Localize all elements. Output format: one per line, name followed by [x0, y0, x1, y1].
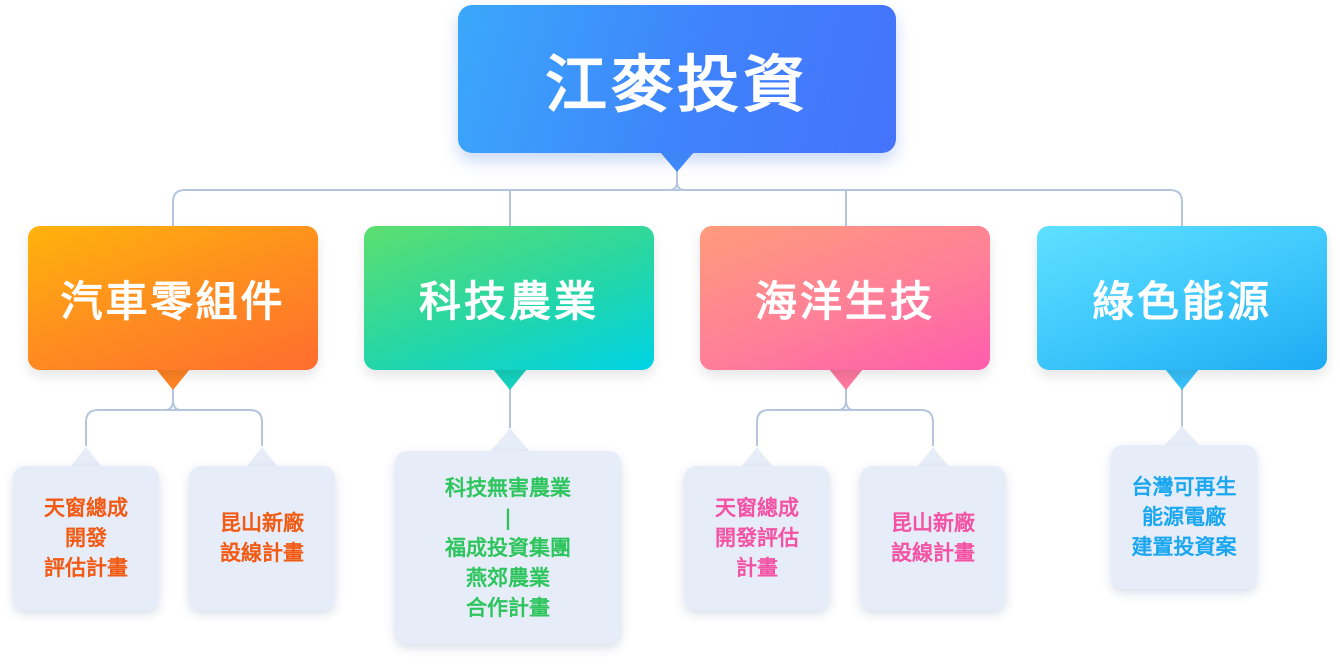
leaf-line: 昆山新廠: [891, 511, 975, 535]
leaf-sunroof-assembly: 天窗總成 開發 評估計畫: [13, 466, 159, 610]
connector-root-stem: [668, 170, 678, 191]
leaf-line: 開發: [65, 526, 107, 550]
connector-branch-green: [1169, 189, 1183, 226]
category-label: 海洋生技: [754, 276, 935, 326]
leaf-line: 設線計畫: [891, 541, 975, 565]
leaf-pointer-green: [1164, 426, 1200, 446]
leaf-line: 昆山新廠: [220, 511, 304, 535]
leaf-line: 能源電廠: [1142, 505, 1226, 529]
leaf-line: 燕郊農業: [466, 565, 550, 590]
root-title: 江麥投資: [544, 48, 809, 121]
leaf-sunroof-evaluation: 天窗總成 開發評估 計畫: [684, 466, 830, 610]
category-label: 綠色能源: [1091, 276, 1272, 326]
category-green-energy: 綠色能源: [1037, 226, 1327, 370]
connector-root-stem-right: [676, 170, 686, 191]
connector-bio-left: [756, 409, 770, 446]
leaf-renewable-plant: 台灣可再生 能源電廠 建置投資案: [1111, 445, 1257, 589]
green-pointer: [1165, 369, 1199, 390]
bio-pointer: [829, 369, 863, 390]
root-pointer: [660, 152, 694, 172]
agri-pointer: [493, 369, 527, 390]
root-node: 江麥投資: [458, 5, 896, 153]
leaf-line: 天窗總成: [715, 496, 799, 520]
leaf-pointer-auto-2: [246, 447, 278, 467]
leaf-pointer-auto-1: [70, 447, 102, 467]
leaf-line: 科技無害農業: [445, 475, 571, 500]
leaf-line: 評估計畫: [44, 556, 128, 580]
leaf-line: 台灣可再生: [1131, 475, 1237, 499]
category-label: 科技農業: [418, 276, 599, 326]
connector-auto-stem: [164, 388, 182, 411]
category-tech-agriculture: 科技農業: [364, 226, 654, 370]
leaf-line: |: [504, 505, 512, 530]
leaf-line: 建置投資案: [1131, 535, 1237, 559]
leaf-line: 設線計畫: [220, 541, 304, 565]
auto-pointer: [156, 369, 190, 390]
category-label: 汽車零組件: [60, 276, 286, 326]
leaf-pointer-bio-2: [917, 447, 949, 467]
leaf-line: 開發評估: [715, 526, 799, 550]
connector-branch-auto: [172, 189, 186, 226]
leaf-kunshan-plant: 昆山新廠 設線計畫: [189, 466, 335, 610]
leaf-line: 合作計畫: [466, 595, 550, 620]
connector-auto-left: [85, 409, 99, 446]
leaf-line: 天窗總成: [44, 496, 128, 520]
leaf-pointer-agri: [490, 428, 530, 452]
leaf-pointer-bio-1: [741, 447, 773, 467]
connector-bio-right: [920, 409, 934, 446]
category-automotive-parts: 汽車零組件: [28, 226, 318, 370]
category-marine-biotech: 海洋生技: [700, 226, 990, 370]
leaf-agri-cooperation: 科技無害農業 | 福成投資集團 燕郊農業 合作計畫: [395, 451, 621, 644]
leaf-line: 福成投資集團: [445, 535, 571, 560]
connector-bio-stem: [837, 388, 855, 411]
connector-auto-right: [249, 409, 263, 446]
leaf-kunshan-plant-bio: 昆山新廠 設線計畫: [860, 466, 1006, 610]
leaf-line: 計畫: [736, 556, 778, 580]
